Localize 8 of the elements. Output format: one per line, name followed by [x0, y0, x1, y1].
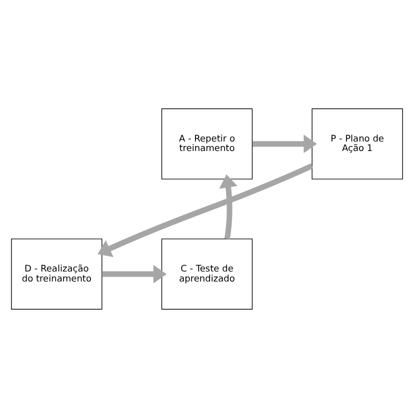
- arrow: [252, 134, 317, 154]
- arrow: [102, 264, 167, 284]
- node-box: C - Teste de aprendizado: [161, 238, 253, 310]
- node-box: A - Repetir o treinamento: [161, 108, 253, 180]
- node-box: P - Plano de Ação 1: [312, 108, 403, 180]
- arrow: [98, 163, 314, 258]
- node-box: D - Realização do treinamento: [11, 238, 102, 310]
- arrow: [219, 174, 238, 240]
